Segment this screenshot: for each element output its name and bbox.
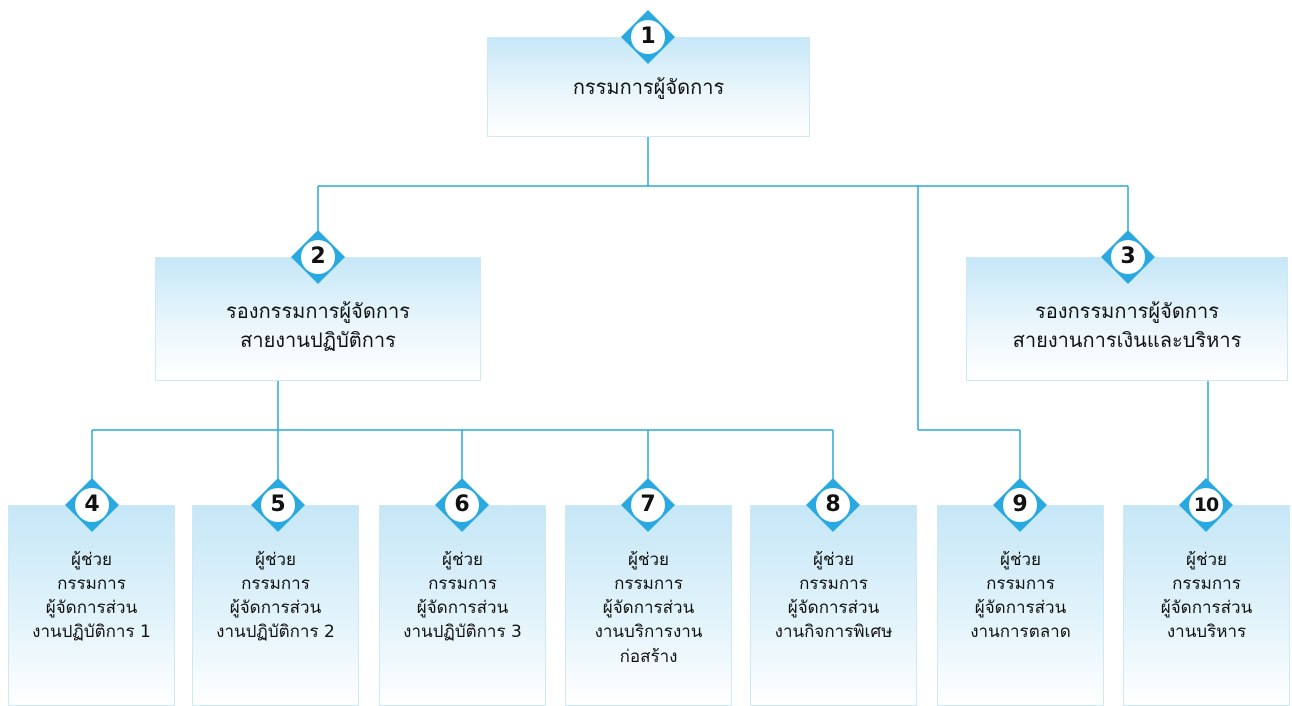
- node-label-line: ผู้จัดการส่วน: [45, 598, 138, 619]
- node-number-badge: 6: [434, 477, 490, 533]
- node-label-line: ผู้ช่วย: [254, 550, 296, 570]
- node-label: ผู้ช่วย กรรมการ ผู้จัดการส่วน งานปฏิบัติ…: [32, 548, 151, 645]
- node-label-line: กรรมการ: [799, 574, 868, 595]
- node-label-line: ผู้ช่วย: [70, 550, 112, 570]
- node-number: 10: [1193, 494, 1219, 516]
- node-label-line: งานปฏิบัติการ 2: [216, 622, 335, 643]
- node-label-line: รองกรรมการผู้จัดการ: [1035, 299, 1219, 323]
- node-label-line: กรรมการ: [57, 574, 126, 595]
- node-label-line: งานการตลาด: [970, 622, 1071, 643]
- node-deputy-md-finance-admin: รองกรรมการผู้จัดการ สายงานการเงินและบริห…: [966, 257, 1288, 381]
- diamond-badge-icon: [621, 478, 675, 532]
- node-number-badge: 8: [805, 477, 861, 533]
- node-label: ผู้ช่วย กรรมการ ผู้จัดการส่วน งานบริหาร: [1161, 548, 1252, 645]
- node-label-line: ผู้จัดการส่วน: [1160, 598, 1253, 619]
- node-number-badge: 7: [620, 477, 676, 533]
- node-label-line: กรรมการ: [428, 574, 497, 595]
- node-number-badge: 1: [620, 9, 676, 65]
- node-label-line: ผู้ช่วย: [627, 550, 669, 570]
- node-label-line: ผู้จัดการส่วน: [229, 598, 322, 619]
- node-label-line: ผู้จัดการส่วน: [974, 598, 1067, 619]
- node-label-line: สายงานการเงินและบริหาร: [1012, 328, 1242, 352]
- node-label-line: กรรมการ: [1172, 574, 1241, 595]
- node-label: กรรมการผู้จัดการ: [573, 73, 724, 102]
- node-number: 4: [84, 492, 100, 517]
- node-label: ผู้ช่วย กรรมการ ผู้จัดการส่วน งานปฏิบัติ…: [403, 548, 522, 645]
- node-label-line: ผู้ช่วย: [441, 550, 483, 570]
- node-label: ผู้ช่วย กรรมการ ผู้จัดการส่วน งานกิจการพ…: [775, 548, 893, 645]
- node-assistant-md-administration: ผู้ช่วย กรรมการ ผู้จัดการส่วน งานบริหาร: [1123, 505, 1290, 706]
- node-assistant-md-marketing: ผู้ช่วย กรรมการ ผู้จัดการส่วน งานการตลาด: [937, 505, 1104, 706]
- diamond-badge-icon: [65, 478, 119, 532]
- node-assistant-md-operations-3: ผู้ช่วย กรรมการ ผู้จัดการส่วน งานปฏิบัติ…: [379, 505, 546, 706]
- node-label-line: งานบริหาร: [1166, 622, 1247, 643]
- node-number: 1: [640, 24, 656, 49]
- node-number-badge: 2: [290, 229, 346, 285]
- diamond-badge-icon: [621, 10, 675, 64]
- node-number-badge: 4: [64, 477, 120, 533]
- node-assistant-md-operations-1: ผู้ช่วย กรรมการ ผู้จัดการส่วน งานปฏิบัติ…: [8, 505, 175, 706]
- node-number: 8: [825, 492, 841, 517]
- node-number-badge: 9: [992, 477, 1048, 533]
- node-label-line: สายงานปฏิบัติการ: [240, 328, 396, 352]
- node-number: 3: [1120, 244, 1136, 269]
- diamond-badge-icon: [291, 230, 345, 284]
- node-label-line: รองกรรมการผู้จัดการ: [226, 299, 410, 323]
- node-label-line: งานปฏิบัติการ 3: [403, 622, 522, 643]
- node-number-badge: 5: [250, 477, 306, 533]
- node-assistant-md-construction-services: ผู้ช่วย กรรมการ ผู้จัดการส่วน งานบริการง…: [565, 505, 732, 706]
- node-label-line: กรรมการ: [614, 574, 683, 595]
- node-label-line: ผู้ช่วย: [999, 550, 1041, 570]
- node-number: 5: [270, 492, 286, 517]
- node-number: 9: [1012, 492, 1028, 517]
- diamond-badge-icon: [806, 478, 860, 532]
- diamond-badge-icon: [435, 478, 489, 532]
- node-number: 6: [454, 492, 470, 517]
- node-label-line: กรรมการ: [241, 574, 310, 595]
- node-label-line: ก่อสร้าง: [619, 646, 678, 667]
- node-number-badge: 10: [1178, 477, 1234, 533]
- node-assistant-md-special-affairs: ผู้ช่วย กรรมการ ผู้จัดการส่วน งานกิจการพ…: [750, 505, 917, 706]
- node-label-line: งานปฏิบัติการ 1: [32, 622, 151, 643]
- node-number: 7: [640, 492, 656, 517]
- diamond-badge-icon: [251, 478, 305, 532]
- node-number-badge: 3: [1100, 229, 1156, 285]
- node-label-line: ผู้จัดการส่วน: [602, 598, 695, 619]
- node-label-line: ผู้ช่วย: [812, 550, 854, 570]
- node-label: ผู้ช่วย กรรมการ ผู้จัดการส่วน งานการตลาด: [970, 548, 1070, 645]
- node-label-line: กรรมการผู้จัดการ: [572, 74, 725, 99]
- node-number: 2: [310, 244, 326, 269]
- node-assistant-md-operations-2: ผู้ช่วย กรรมการ ผู้จัดการส่วน งานปฏิบัติ…: [192, 505, 359, 706]
- node-label-line: ผู้ช่วย: [1185, 550, 1227, 570]
- diamond-badge-icon: [1179, 478, 1233, 532]
- node-label: ผู้ช่วย กรรมการ ผู้จัดการส่วน งานปฏิบัติ…: [216, 548, 335, 645]
- node-label-line: กรรมการ: [986, 574, 1055, 595]
- node-label-line: ผู้จัดการส่วน: [787, 598, 880, 619]
- diamond-badge-icon: [993, 478, 1047, 532]
- node-label: รองกรรมการผู้จัดการ สายงานการเงินและบริห…: [1013, 297, 1242, 355]
- node-label: รองกรรมการผู้จัดการ สายงานปฏิบัติการ: [226, 297, 410, 355]
- node-label: ผู้ช่วย กรรมการ ผู้จัดการส่วน งานบริการง…: [595, 548, 703, 669]
- diamond-badge-icon: [1101, 230, 1155, 284]
- node-label-line: งานกิจการพิเศษ: [774, 622, 893, 643]
- node-label-line: ผู้จัดการส่วน: [416, 598, 509, 619]
- node-label-line: งานบริการงาน: [594, 622, 703, 643]
